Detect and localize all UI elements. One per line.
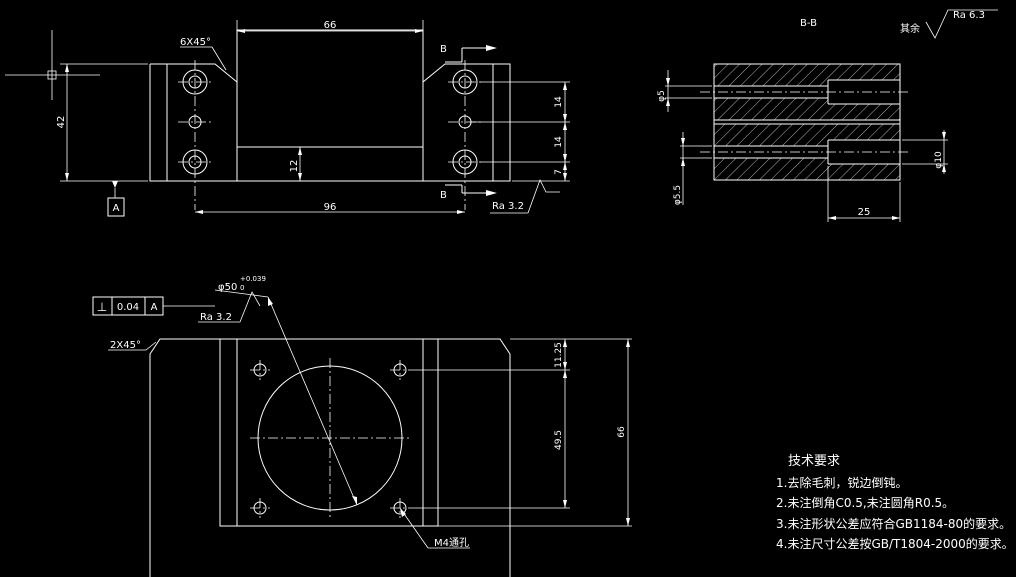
bore-dim: φ50 [218,282,237,293]
top-chamfer-label: 2X45° [110,340,141,351]
tolerance-frame: ⊥ 0.04 A [92,296,215,316]
dim-inner-height: 12 [289,160,300,173]
hole-callout: M4通孔 [434,537,469,549]
tolerance-symbol: ⊥ [97,300,107,314]
bore-tol-upper: +0.039 [240,275,266,283]
front-chamfer-label: 6X45° [180,37,211,48]
note-item: 4.未注尺寸公差按GB/T1804-2000的要求。 [776,537,1014,551]
dim-hole-spacing-1: 14 [554,96,564,108]
notes-heading: 技术要求 [788,454,841,469]
tolerance-value: 0.04 [117,302,139,313]
top-view: ⊥ 0.04 A φ50 +0.039 0 Ra 3.2 2X45° 11.25 [92,275,632,577]
note-item: 2.未注倒角C0.5,未注圆角R0.5。 [776,496,955,510]
dim-counterbore-depth: 25 [858,207,871,218]
section-outline [713,63,901,181]
dim-hole-spacing-2: 14 [554,136,564,148]
dim-height: 42 [56,116,67,129]
m4-holes [250,360,410,518]
front-outline [149,63,511,182]
front-holes-right [448,60,482,210]
dim-hole-pitch: 49.5 [554,430,564,450]
front-pocket [236,29,424,148]
dim-bore-small: φ5 [657,90,667,102]
front-holes-left [178,60,212,210]
section-mark-top: B [440,44,447,55]
dim-total-height: 66 [617,426,627,438]
technical-notes: 技术要求 1.去除毛刺，锐边倒钝。 2.未注倒角C0.5,未注圆角R0.5。 3… [776,452,1014,555]
front-view: 66 6X45° B B 42 12 [5,20,570,217]
section-view: B-B 其余 Ra 6.3 φ5 [657,9,998,222]
dim-counterbore: φ10 [934,151,944,169]
note-item: 1.去除毛刺，锐边倒钝。 [776,475,908,490]
bore-tol-lower: 0 [240,284,244,292]
datum-label: A [113,203,120,214]
dim-hole-span: 96 [324,202,337,213]
other-roughness-label: 其余 [900,22,920,35]
dim-bottom-offset: 7 [554,169,564,175]
section-mark-bottom: B [440,190,447,201]
other-roughness-value: Ra 6.3 [953,10,985,21]
dim-bore-medium: φ5.5 [673,185,683,205]
note-item: 3.未注形状公差应符合GB1184-80的要求。 [776,516,1012,531]
front-roughness: Ra 3.2 [492,201,524,212]
dim-top-width: 66 [324,20,337,31]
section-title: B-B [800,18,817,29]
top-roughness: Ra 3.2 [200,312,232,323]
dim-hole-offset: 11.25 [554,342,564,368]
reference-crosshair [5,30,100,100]
top-pocket [219,338,439,527]
datum-box [107,197,125,217]
tolerance-datum: A [151,302,158,313]
